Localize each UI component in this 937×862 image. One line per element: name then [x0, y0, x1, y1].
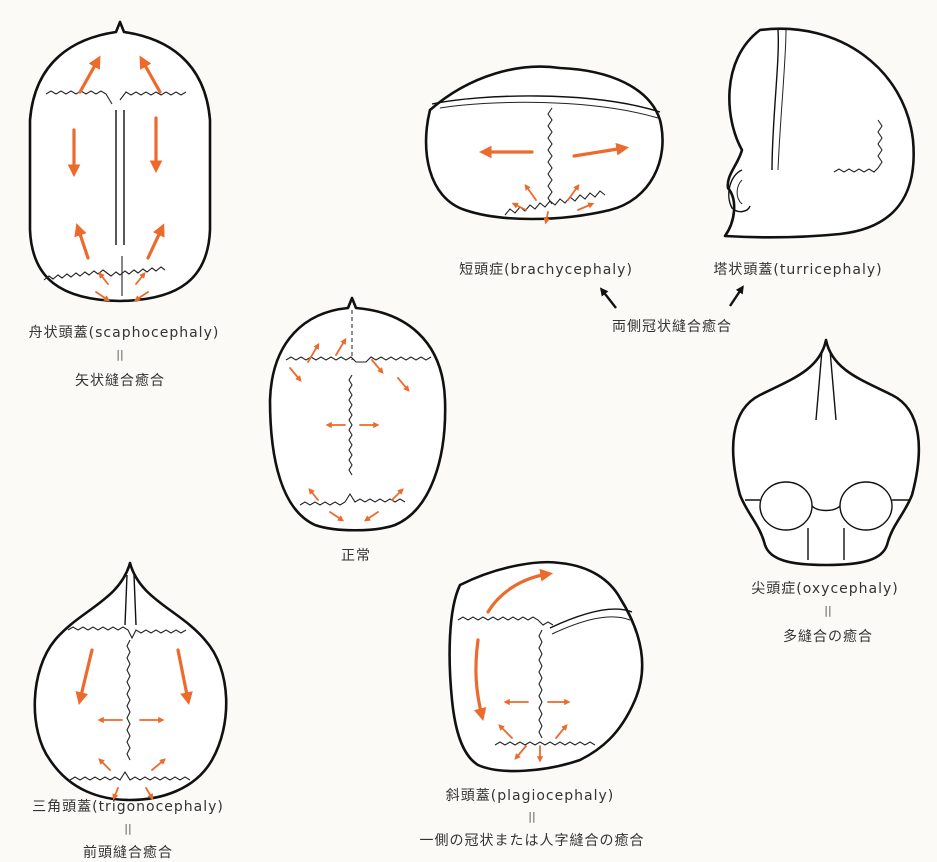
label-trigonocephaly-equals: ||: [124, 822, 131, 835]
skull-normal: [270, 298, 445, 530]
label-scaphocephaly-cause: 矢状縫合癒合: [75, 370, 165, 390]
skull-scaphocephaly: [30, 22, 210, 301]
label-plagiocephaly-cause: 一側の冠状または人字縫合の癒合: [420, 830, 645, 850]
skull-plagiocephaly: [450, 562, 643, 771]
label-scaphocephaly-name: 舟状頭蓋(scaphocephaly): [29, 322, 220, 342]
label-scaphocephaly-equals: ||: [116, 348, 123, 361]
label-bilateral-coronal-synostosis: 両側冠状縫合癒合: [612, 316, 732, 336]
label-plagiocephaly-name: 斜頭蓋(plagiocephaly): [446, 785, 614, 805]
bilateral-pointer-arrows: [602, 288, 742, 308]
skull-oxycephaly: [733, 340, 919, 565]
label-oxycephaly-cause: 多縫合の癒合: [783, 626, 873, 646]
label-normal: 正常: [341, 545, 371, 565]
skull-trigonocephaly: [35, 563, 226, 800]
skull-turricephaly: [725, 29, 914, 238]
label-oxycephaly-name: 尖頭症(oxycephaly): [751, 578, 898, 598]
label-brachycephaly-name: 短頭症(brachycephaly): [459, 259, 633, 279]
label-turricephaly-name: 塔状頭蓋(turricephaly): [713, 259, 882, 279]
label-trigonocephaly-cause: 前頭縫合癒合: [83, 842, 173, 862]
label-oxycephaly-equals: ||: [824, 604, 831, 617]
label-plagiocephaly-equals: ||: [528, 810, 535, 823]
label-trigonocephaly-name: 三角頭蓋(trigonocephaly): [32, 796, 224, 816]
skull-brachycephaly: [426, 67, 663, 222]
